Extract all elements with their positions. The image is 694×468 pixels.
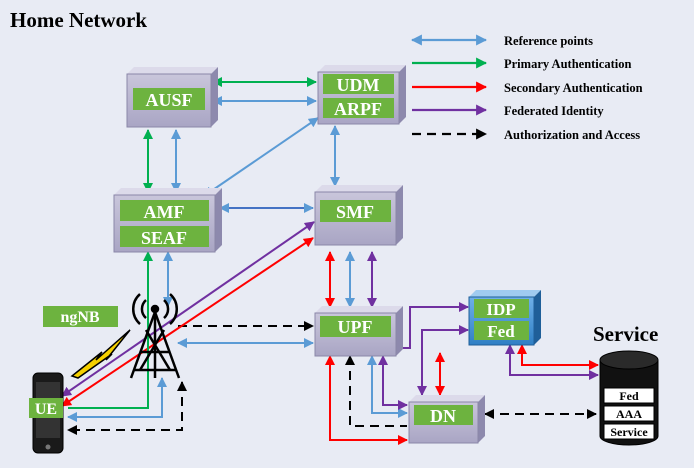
ngnb-label-group: ngNB bbox=[43, 306, 118, 327]
idp-label: IDP bbox=[486, 300, 515, 319]
diagram-title: Home Network bbox=[10, 8, 147, 32]
service-database: Fed AAA Service bbox=[599, 350, 659, 446]
legend-authorization-label: Authorization and Access bbox=[504, 128, 640, 142]
service-db-fed-label: Fed bbox=[619, 389, 639, 403]
ausf-node: AUSF bbox=[126, 67, 218, 128]
udm-label: UDM bbox=[337, 75, 380, 95]
arpf-label: ARPF bbox=[334, 99, 382, 119]
ue-label: UE bbox=[35, 401, 57, 418]
smf-node: SMF bbox=[314, 185, 403, 246]
legend: Reference points Primary Authentication … bbox=[410, 34, 643, 142]
udm-arpf-node: UDM ARPF bbox=[317, 65, 406, 125]
idp-fed-node: IDP Fed bbox=[468, 290, 541, 346]
connections bbox=[61, 77, 599, 445]
dn-node: DN bbox=[408, 395, 485, 444]
smf-label: SMF bbox=[336, 202, 374, 222]
legend-federated-label: Federated Identity bbox=[504, 104, 604, 118]
legend-secondary-label: Secondary Authentication bbox=[504, 81, 643, 95]
service-title: Service bbox=[593, 322, 658, 346]
amf-label: AMF bbox=[144, 202, 185, 222]
ausf-label: AUSF bbox=[145, 90, 192, 110]
base-station-tower-icon bbox=[129, 293, 181, 379]
service-db-service-label: Service bbox=[610, 425, 648, 439]
fed-label: Fed bbox=[487, 322, 515, 341]
ngnb-label: ngNB bbox=[60, 309, 99, 326]
dn-label: DN bbox=[430, 406, 456, 426]
amf-seaf-node: AMF SEAF bbox=[113, 188, 222, 253]
legend-reference-label: Reference points bbox=[504, 34, 593, 48]
upf-label: UPF bbox=[338, 317, 373, 337]
ue-phone-icon: UE bbox=[29, 372, 64, 454]
legend-primary-label: Primary Authentication bbox=[504, 57, 631, 71]
seaf-label: SEAF bbox=[141, 228, 187, 248]
wireless-link-icon bbox=[70, 329, 131, 379]
service-db-aaa-label: AAA bbox=[616, 407, 642, 421]
upf-node: UPF bbox=[314, 306, 403, 357]
